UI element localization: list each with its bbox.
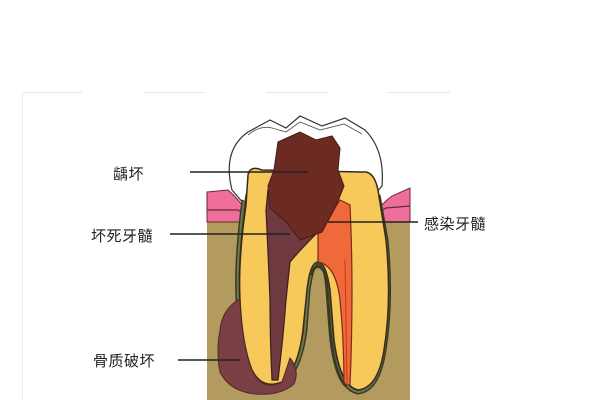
infected-pulp [317,199,353,386]
frame-line [388,92,450,93]
frame-line [22,92,23,400]
label-bone-destruction: 骨质破坏 [93,352,156,370]
interradicular-bone [308,265,348,388]
frame-line [143,92,204,93]
label-infected-pulp: 感染牙髓 [424,215,487,233]
frame-line [22,92,82,93]
frame-line [266,92,328,93]
bone-lesion [217,299,297,395]
caries-cavity [267,131,345,241]
label-caries: 龋坏 [113,165,145,183]
label-necrotic-pulp: 坏死牙髓 [91,227,154,245]
